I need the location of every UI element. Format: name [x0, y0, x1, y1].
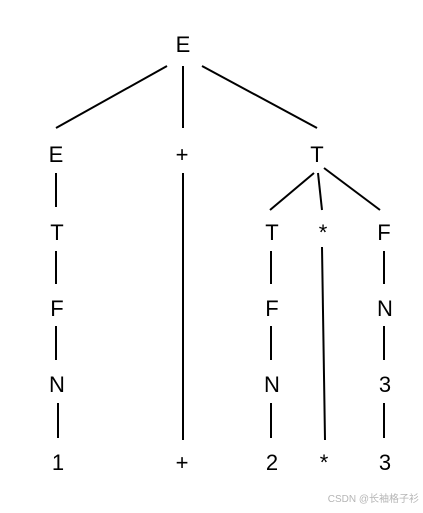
node-F-right: F — [377, 220, 390, 245]
leaf-plus: + — [176, 450, 189, 475]
node-N-left: N — [49, 372, 65, 397]
edge-T-to-T — [269, 172, 315, 211]
node-F-left: F — [50, 296, 63, 321]
node-star: * — [319, 220, 328, 245]
node-T: T — [310, 142, 323, 167]
node-plus: + — [176, 142, 189, 167]
edge-T-to-star — [317, 172, 323, 211]
node-T-left: T — [50, 220, 63, 245]
edge-root-to-T — [201, 65, 318, 129]
watermark: CSDN @长袖格子衫 — [327, 494, 419, 505]
leaf-1: 1 — [52, 450, 64, 475]
node-N-mid: N — [264, 372, 280, 397]
tree-node-labels: E E + T T T * F F F N N N 3 1 + 2 * 3 — [49, 32, 393, 475]
node-3-right: 3 — [379, 372, 391, 397]
leaf-3: 3 — [379, 450, 391, 475]
node-T-mid: T — [265, 220, 278, 245]
edge-star-to-star — [321, 246, 326, 441]
tree-edges — [55, 65, 385, 441]
edge-root-to-E — [55, 65, 168, 129]
node-root-E: E — [176, 32, 191, 57]
node-N-right: N — [377, 296, 393, 321]
edge-T-to-F — [323, 167, 381, 211]
node-F-mid: F — [265, 296, 278, 321]
leaf-2: 2 — [266, 450, 278, 475]
node-E: E — [49, 142, 64, 167]
leaf-star: * — [320, 450, 329, 475]
